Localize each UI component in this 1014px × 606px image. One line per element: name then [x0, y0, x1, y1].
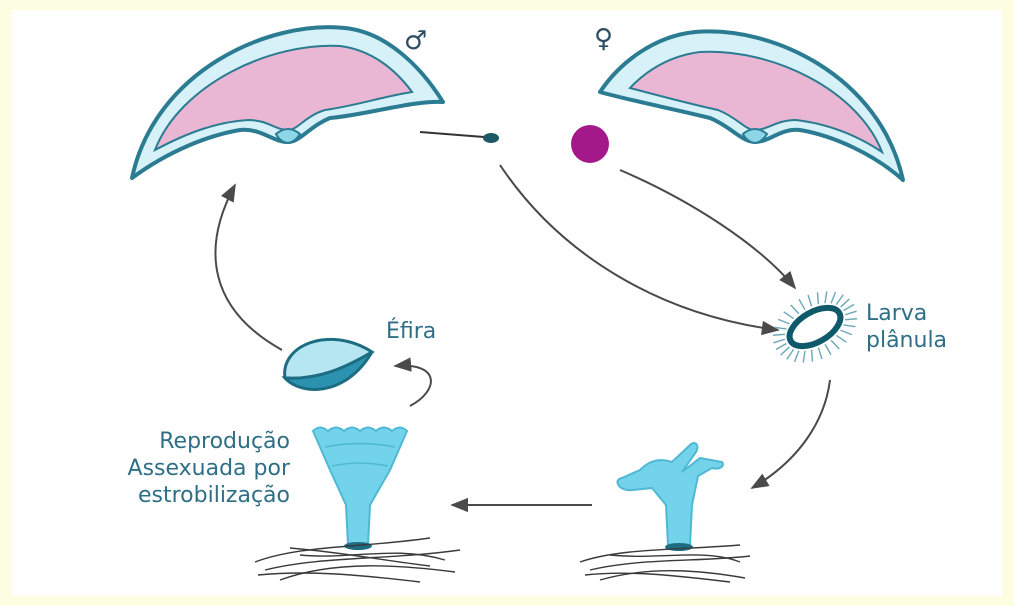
- cilium: [775, 342, 787, 351]
- arrow-sperm-to-larva: [499, 164, 780, 336]
- asexual-reproduction-label: Reprodução Assexuada por estrobilização: [42, 428, 290, 509]
- cilium: [830, 291, 837, 304]
- ephyra: [281, 337, 375, 391]
- cilium: [817, 347, 823, 360]
- female-symbol: ♀: [594, 24, 614, 54]
- cilium: [780, 346, 790, 356]
- repro-label-line3: estrobilização: [137, 483, 290, 508]
- cilium: [824, 291, 828, 304]
- cilium: [843, 324, 856, 328]
- sperm-cell: [419, 131, 499, 143]
- cilium: [772, 333, 785, 336]
- arrow-egg-to-larva: [619, 169, 797, 290]
- cilium: [845, 318, 858, 321]
- cilium: [802, 350, 806, 363]
- cilium: [816, 292, 820, 305]
- cilium: [807, 294, 813, 307]
- planula-label: Larva plânula: [866, 300, 947, 354]
- cilium: [836, 334, 847, 343]
- cilium: [790, 304, 800, 315]
- cilium: [824, 343, 832, 356]
- arrow-larva-to-polyp: [750, 379, 831, 489]
- cilium: [798, 298, 806, 311]
- substrate-right: [579, 544, 751, 583]
- cilium: [840, 298, 850, 308]
- male-medusa: [130, 25, 445, 180]
- repro-label-line1: Reprodução: [159, 429, 290, 454]
- cilium: [830, 339, 840, 350]
- cilium: [773, 338, 786, 344]
- egg-cell: [571, 125, 609, 163]
- cilium: [840, 329, 853, 336]
- planula-larva: [772, 291, 858, 363]
- arrow-strobila-to-ephyra: [393, 357, 432, 407]
- repro-label-line2: Assexuada por: [127, 456, 290, 481]
- cilium: [843, 303, 855, 312]
- planula-label-line2: plânula: [866, 328, 948, 353]
- cilium: [783, 311, 794, 320]
- male-symbol: ♂: [404, 26, 428, 56]
- cilium: [774, 326, 787, 330]
- scyphistoma-polyp: [616, 442, 724, 551]
- female-medusa: [598, 29, 905, 182]
- ephyra-label: Éfira: [386, 319, 437, 344]
- cilium: [810, 349, 814, 362]
- cilium: [844, 310, 857, 316]
- cilium: [793, 350, 800, 363]
- substrate-left: [254, 537, 461, 583]
- planula-label-line1: Larva: [866, 301, 928, 326]
- arrow-ephyra-to-medusa: [214, 183, 283, 351]
- cilium: [786, 348, 795, 360]
- cilium: [777, 318, 790, 325]
- strobila-polyp: [311, 426, 409, 550]
- cilium: [835, 294, 844, 306]
